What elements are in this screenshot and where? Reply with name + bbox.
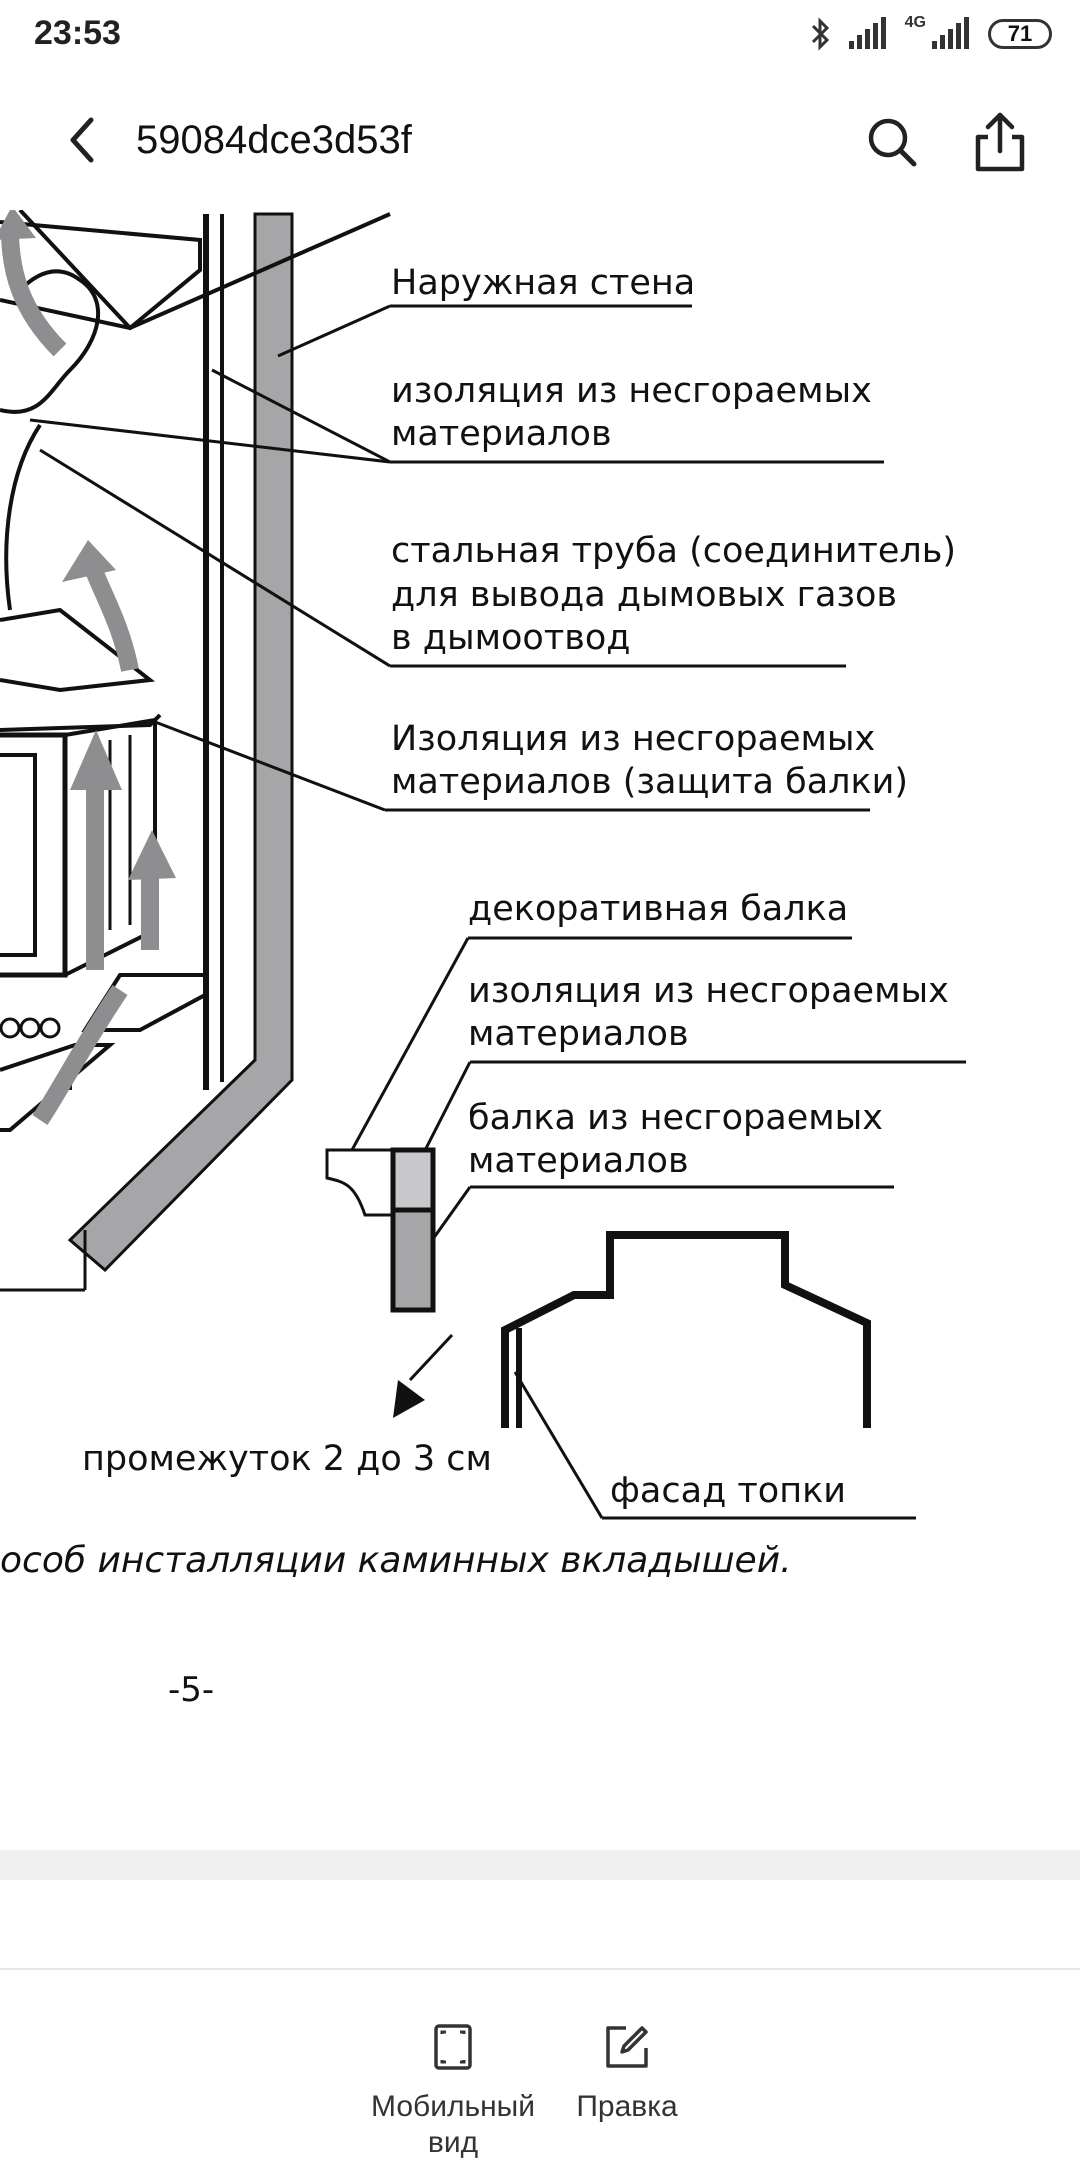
label-insulation-beam-line2: материалов (защита балки) bbox=[391, 762, 909, 802]
label-insulation-1-line1: изоляция из несгораемых bbox=[391, 371, 872, 411]
mobile-view-button[interactable]: Мобильный вид bbox=[363, 2022, 543, 2161]
share-button[interactable] bbox=[968, 108, 1032, 176]
label-steel-pipe-line2: для вывода дымовых газов bbox=[391, 575, 898, 615]
label-outer-wall: Наружная стена bbox=[391, 263, 696, 303]
document-title: 59084dce3d53f bbox=[136, 118, 412, 162]
bottom-toolbar: Мобильный вид Правка bbox=[0, 1968, 1080, 2162]
share-icon bbox=[975, 112, 1025, 172]
mobile-view-label-line1: Мобильный bbox=[371, 2090, 535, 2123]
back-button[interactable] bbox=[52, 110, 112, 170]
mobile-view-icon bbox=[434, 2024, 472, 2070]
edit-icon bbox=[606, 2026, 648, 2068]
figure-caption: особ инсталляции каминных вкладышей. bbox=[0, 1540, 792, 1581]
signal-icon bbox=[848, 17, 886, 49]
status-icons: 4G 71 bbox=[809, 14, 1052, 54]
fireplace-installation-diagram bbox=[0, 210, 966, 1520]
status-time: 23:53 bbox=[34, 14, 121, 52]
document-page[interactable]: Наружная стена изоляция из несгораемых м… bbox=[0, 210, 1080, 1850]
label-insulation-beam-line1: Изоляция из несгораемых bbox=[391, 719, 876, 759]
mobile-view-label-line2: вид bbox=[427, 2126, 479, 2159]
label-gap: промежуток 2 до 3 см bbox=[82, 1439, 492, 1479]
page-separator bbox=[0, 1850, 1080, 1880]
chevron-left-icon bbox=[70, 117, 94, 163]
label-steel-pipe-line3: в дымоотвод bbox=[391, 618, 631, 658]
bluetooth-icon bbox=[811, 17, 829, 51]
label-firebox-facade: фасад топки bbox=[610, 1471, 846, 1511]
mobile-view-label: Мобильный вид bbox=[363, 2089, 543, 2161]
battery-level: 71 bbox=[1007, 21, 1033, 46]
page-number: -5- bbox=[168, 1670, 215, 1710]
label-insulation-1-line2: материалов bbox=[391, 414, 612, 454]
status-bar: 23:53 4G 71 bbox=[0, 0, 1080, 70]
top-app-bar: 59084dce3d53f bbox=[0, 70, 1080, 210]
label-steel-pipe-line1: стальная труба (соединитель) bbox=[391, 531, 957, 571]
label-beam-line2: материалов bbox=[468, 1141, 689, 1181]
label-beam-line1: балка из несгораемых bbox=[468, 1098, 884, 1138]
edit-label: Правка bbox=[576, 2090, 678, 2123]
edit-button[interactable]: Правка bbox=[537, 2022, 717, 2125]
battery-icon: 71 bbox=[988, 19, 1052, 49]
search-icon bbox=[868, 118, 917, 167]
network-type-label: 4G bbox=[904, 14, 926, 31]
label-insulation-2-line1: изоляция из несгораемых bbox=[468, 971, 949, 1011]
search-button[interactable] bbox=[860, 110, 924, 174]
label-insulation-2-line2: материалов bbox=[468, 1014, 689, 1054]
signal-icon-2 bbox=[932, 17, 969, 49]
label-decorative-beam: декоративная балка bbox=[468, 889, 849, 929]
